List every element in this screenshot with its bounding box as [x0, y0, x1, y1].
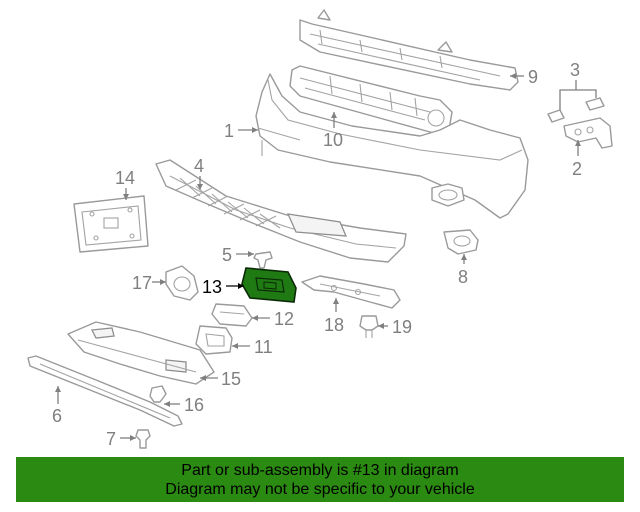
leader-lines [55, 73, 597, 441]
callout-labels: 1 2 3 4 5 6 7 8 9 10 11 12 13 14 15 16 1… [52, 60, 582, 449]
callout-16: 16 [184, 395, 204, 415]
callout-9: 9 [528, 67, 538, 87]
part-19-bolt [359, 315, 379, 338]
callout-14: 14 [115, 168, 135, 188]
callout-5: 5 [222, 245, 232, 265]
part-11-bracket [195, 325, 233, 355]
callout-3: 3 [570, 60, 580, 80]
part-8-fog-cover [443, 229, 479, 255]
part-3-clips [547, 97, 605, 123]
info-banner: Part or sub-assembly is #13 in diagram D… [16, 457, 624, 502]
callout-4: 4 [194, 156, 204, 176]
banner-line-1: Part or sub-assembly is #13 in diagram [181, 462, 459, 479]
part-12-cover [211, 303, 253, 327]
banner-line-2: Diagram may not be specific to your vehi… [165, 481, 475, 498]
callout-10: 10 [323, 130, 343, 150]
part-10-absorber [289, 65, 453, 137]
part-2-bracket [563, 117, 613, 149]
callout-17: 17 [132, 273, 152, 293]
part-18-side-bracket [301, 275, 401, 309]
callout-7: 7 [106, 429, 116, 449]
callout-6: 6 [52, 406, 62, 426]
part-17-fog-bezel [165, 265, 199, 301]
part-9-reinforcement [299, 9, 519, 91]
part-14-license-bracket [73, 195, 149, 253]
part-6-strip [27, 355, 183, 427]
callout-15: 15 [221, 369, 241, 389]
part-13-highlighted [241, 267, 297, 303]
callout-18: 18 [324, 315, 344, 335]
callout-11: 11 [254, 337, 273, 357]
callout-13: 13 [202, 277, 222, 297]
part-1-bumper-cover [255, 73, 529, 219]
callout-19: 19 [392, 317, 412, 337]
callout-8: 8 [458, 267, 468, 287]
part-5-clip [253, 251, 273, 269]
part-4-lower-grille [155, 159, 407, 263]
callout-1: 1 [224, 121, 234, 141]
part-16-clip [149, 385, 167, 403]
callout-12: 12 [274, 309, 294, 329]
part-7-pushpin [135, 429, 151, 449]
part-15-deflector [67, 321, 215, 385]
callout-2: 2 [572, 159, 582, 179]
